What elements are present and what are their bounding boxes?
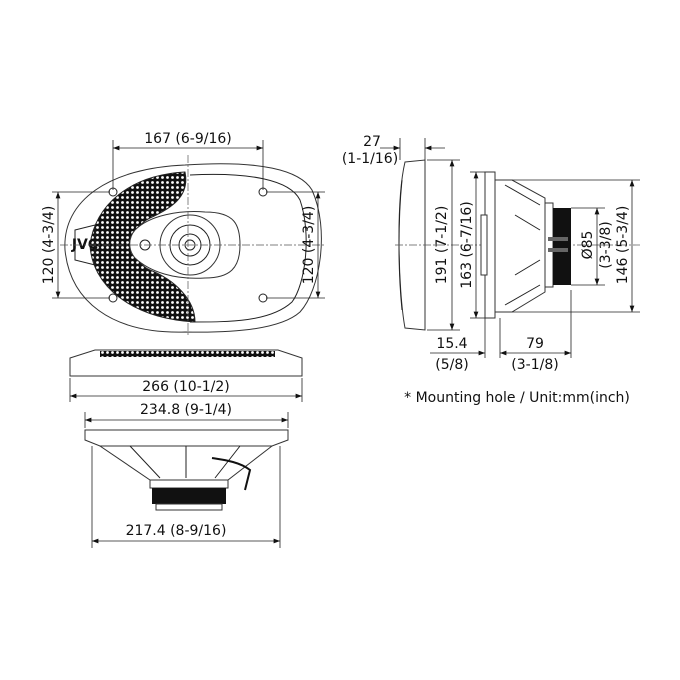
mount-depth-label: 79 [526, 336, 544, 352]
overall-width-label: 266 (10-1/2) [142, 379, 230, 395]
magnet-diameter-inch-label: (3-3/8) [598, 221, 614, 268]
front-height-right-label: 120 (4-3/4) [301, 206, 317, 285]
flange-depth-label: 15.4 [436, 336, 467, 352]
front-width-label: 167 (6-9/16) [144, 131, 232, 147]
bottom-side-view [84, 429, 289, 548]
height-146-label: 146 (5-3/4) [615, 206, 631, 285]
grille-depth-label: 27 [363, 134, 381, 150]
bottom-width-label: 217.4 (8-9/16) [126, 523, 227, 539]
mount-depth-inch-label: (3-1/8) [511, 357, 558, 373]
side-view [380, 138, 640, 358]
magnet-diameter-label: Ø85 [580, 231, 596, 260]
front-height-left-label: 120 (4-3/4) [41, 206, 57, 285]
top-view [69, 349, 303, 428]
front-view: JVC [52, 140, 325, 335]
unit-note: * Mounting hole / Unit:mm(inch) [404, 390, 630, 406]
flange-depth-inch-label: (5/8) [435, 357, 468, 373]
height-163-label: 163 (6-7/16) [459, 201, 475, 289]
grille-depth-inch-label: (1-1/16) [342, 151, 398, 167]
height-191-label: 191 (7-1/2) [434, 206, 450, 285]
logo-badge [74, 224, 96, 266]
mount-width-label: 234.8 (9-1/4) [140, 402, 232, 418]
